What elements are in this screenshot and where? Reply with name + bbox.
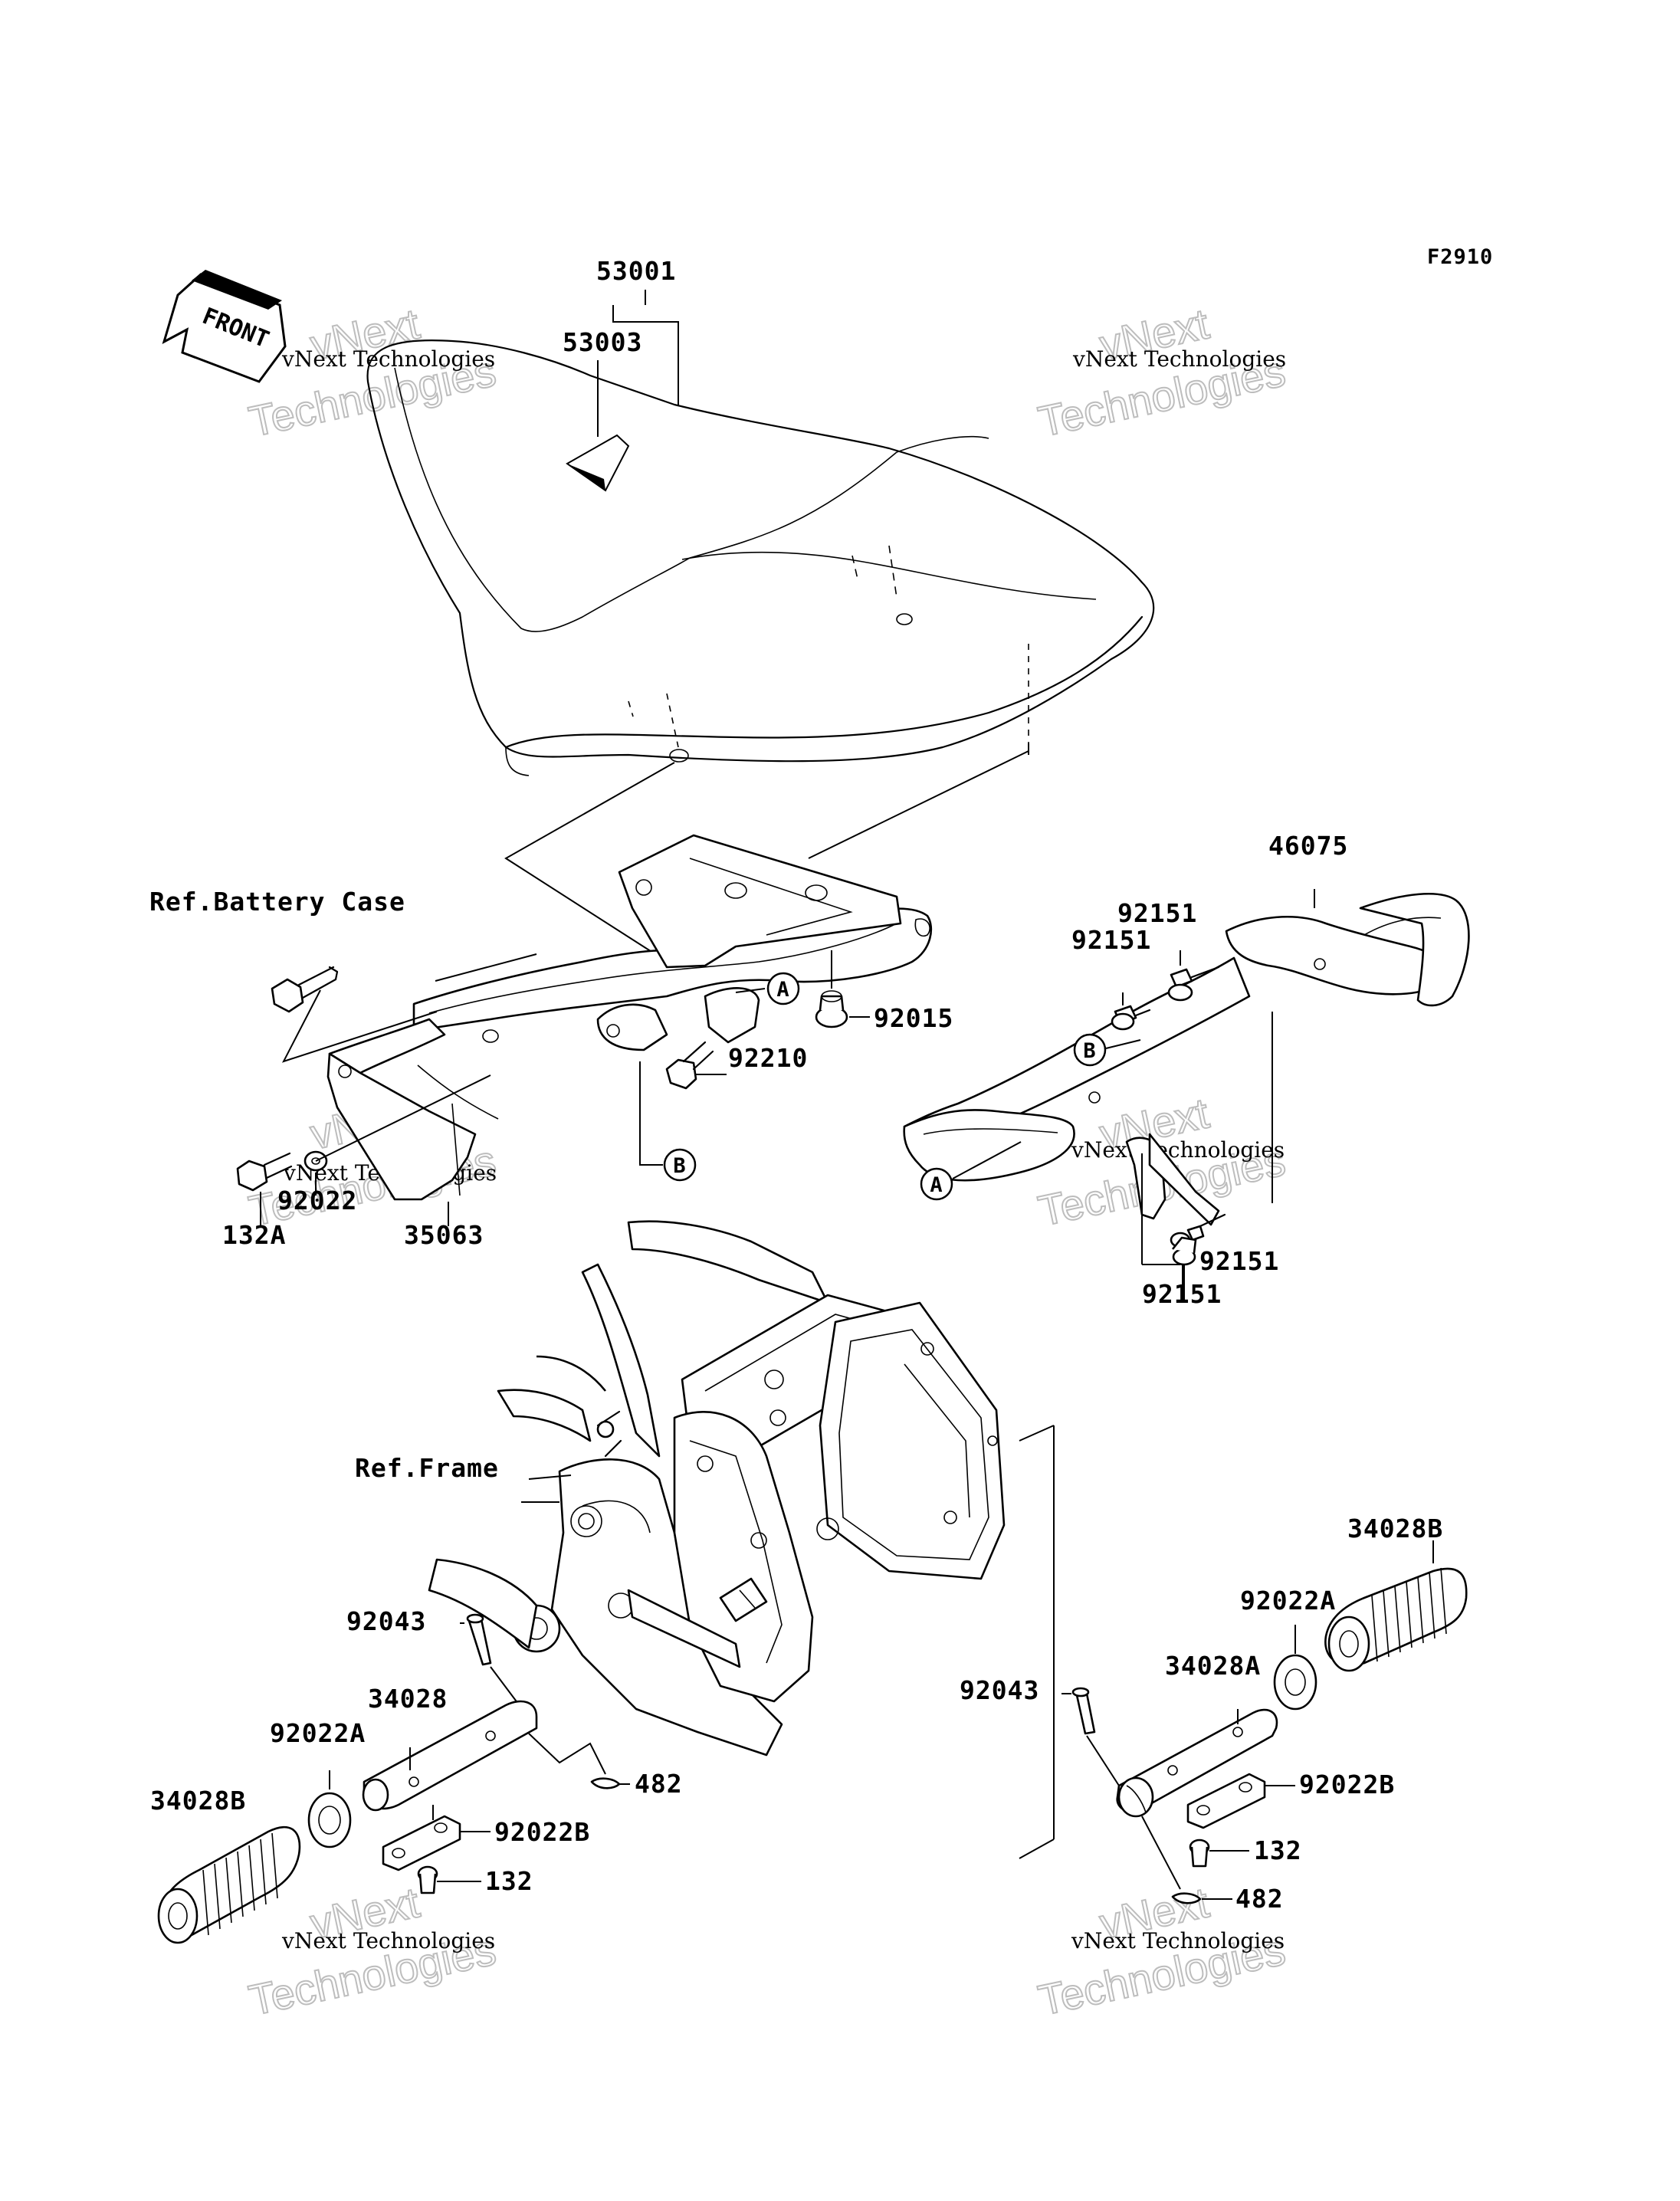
seat-assembly <box>366 339 1155 955</box>
part-labels: 53001 53003 Ref.Battery Case 46075 92151… <box>149 256 1443 1914</box>
part-label-34028b: 34028B <box>1347 1514 1443 1543</box>
watermark-text: vNext Technologies <box>281 346 495 372</box>
part-label-92210: 92210 <box>728 1043 808 1073</box>
part-label-92015: 92015 <box>874 1003 953 1033</box>
callout-b-label: B <box>673 1154 686 1178</box>
washer-and-bolt <box>236 1074 491 1226</box>
motorcycle-frame <box>428 1220 1055 1859</box>
leader-lines <box>435 290 679 1503</box>
ref-battery-case-label: Ref.Battery Case <box>149 887 405 917</box>
part-label-92022a: 92022A <box>1240 1586 1336 1615</box>
watermark-text: vNext Technologies <box>1071 1137 1285 1163</box>
left-footpeg-group <box>157 1613 630 1944</box>
watermark-top-left: Technologies vNext vNext Technologies <box>244 298 500 446</box>
part-label-92151: 92151 <box>1117 898 1197 928</box>
watermark-text: vNext Technologies <box>1071 1928 1285 1953</box>
part-label-92022a: 92022A <box>270 1718 366 1748</box>
callout-a-upper: A <box>735 972 800 1005</box>
part-label-92151: 92151 <box>1142 1279 1222 1309</box>
part-label-92151: 92151 <box>1071 925 1151 955</box>
part-label-482: 482 <box>635 1769 683 1799</box>
callout-b-label: B <box>1083 1039 1096 1063</box>
part-label-53003: 53003 <box>563 327 642 357</box>
part-label-92151: 92151 <box>1199 1246 1279 1276</box>
callout-a-label: A <box>930 1173 943 1197</box>
callout-b-rear: B <box>1073 1033 1141 1067</box>
part-label-35063: 35063 <box>404 1220 484 1250</box>
part-label-92022b: 92022B <box>1299 1770 1395 1799</box>
right-footpeg-group <box>1061 1540 1468 1904</box>
part-label-92022b: 92022B <box>494 1817 590 1847</box>
part-label-34028a: 34028A <box>1165 1651 1261 1681</box>
part-label-34028: 34028 <box>368 1684 448 1714</box>
part-label-482: 482 <box>1235 1884 1284 1914</box>
part-label-92043: 92043 <box>346 1606 426 1636</box>
watermark-bottom-left: Technologies vNext vNext Technologies <box>244 1877 500 2025</box>
figure-code: F2910 <box>1427 245 1493 269</box>
part-label-34028b: 34028B <box>150 1786 246 1816</box>
callout-b-upper: B <box>663 1148 697 1182</box>
watermark-top-right: Technologies vNext vNext Technologies <box>1033 298 1290 446</box>
watermark-text: vNext Technologies <box>1072 346 1286 372</box>
bolt-92210 <box>639 1041 727 1166</box>
part-label-53001: 53001 <box>596 256 676 286</box>
bolt-92151-d <box>1171 1236 1197 1303</box>
part-label-132a: 132A <box>222 1220 286 1250</box>
part-label-132: 132 <box>1254 1835 1302 1865</box>
rear-bracket-bolts <box>1111 889 1315 1303</box>
watermark-text: vNext Technologies <box>281 1928 495 1953</box>
callout-a-label: A <box>776 978 789 1002</box>
part-label-46075: 46075 <box>1268 831 1348 861</box>
bolt-92151-a <box>1167 950 1220 1002</box>
nut-92015 <box>815 950 870 1028</box>
ref-frame-label: Ref.Frame <box>355 1453 499 1483</box>
part-label-132: 132 <box>485 1866 533 1896</box>
battery-case-bolt <box>271 966 438 1063</box>
callout-a-rear: A <box>920 1141 1022 1201</box>
bolt-92151-b <box>1111 992 1151 1031</box>
front-arrow: FRONT <box>162 270 287 383</box>
part-label-92022: 92022 <box>277 1186 357 1215</box>
front-seat-bracket <box>326 834 933 1201</box>
part-label-92043: 92043 <box>960 1675 1039 1705</box>
